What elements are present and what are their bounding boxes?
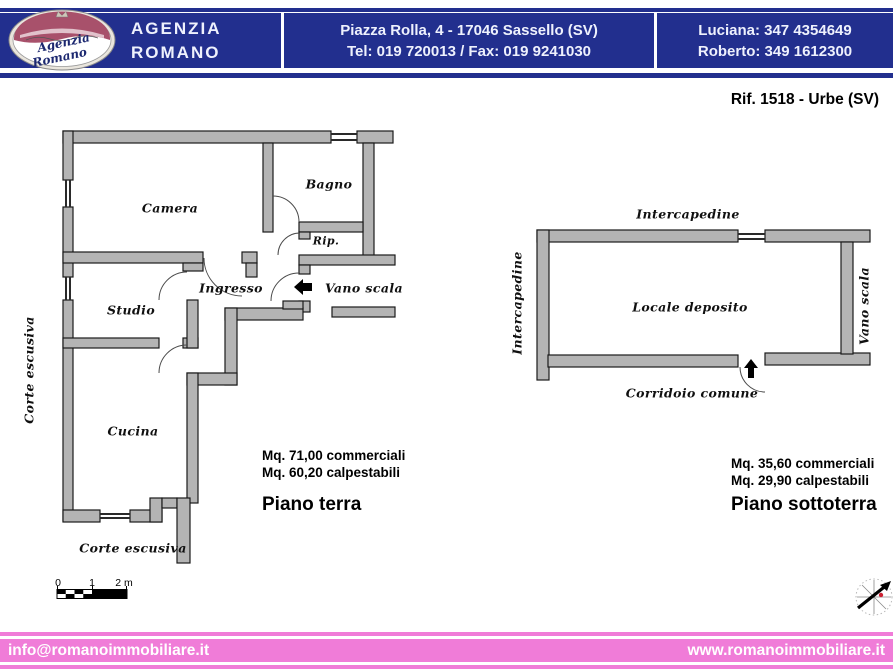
header-top-rule (0, 8, 893, 12)
ground-area-commercial: Mq. 71,00 commerciali (262, 448, 406, 463)
basement-windows (738, 233, 765, 240)
room-label-locale-deposito: Locale deposito (632, 299, 748, 315)
footer-email-link[interactable]: info@romanoimmobiliare.it (8, 641, 210, 659)
header-bar (0, 13, 893, 68)
compass-icon (855, 578, 893, 616)
basement-floor-title: Piano sottoterra (731, 494, 877, 515)
basement-area-walkable: Mq. 29,90 calpestabili (731, 473, 870, 488)
address-line1: Piazza Rolla, 4 - 17046 Sassello (SV) (340, 21, 598, 39)
room-label-corte-escusiva-left: Corte escusiva (21, 316, 37, 424)
ground-floor-title: Piano terra (262, 494, 362, 515)
basement-walls (536, 229, 871, 381)
scale-tick-1: 1 (89, 577, 95, 589)
ground-floor-door-arcs (158, 195, 301, 374)
room-label-corte-escusiva-bottom: Corte escusiva (79, 540, 187, 556)
agency-contacts: Luciana: 347 4354649 Roberto: 349 161230… (657, 13, 893, 68)
basement-door-arcs (739, 366, 766, 393)
ground-floor-walls (62, 130, 396, 564)
scale-tick-0: 0 (55, 577, 61, 589)
room-label-bagno: Bagno (305, 176, 353, 192)
logo-crown-icon (55, 11, 69, 18)
address-line2: Tel: 019 720013 / Fax: 019 9241030 (346, 42, 592, 60)
footer-website-link[interactable]: www.romanoimmobiliare.it (687, 641, 885, 659)
agency-name: AGENZIA ROMANO (131, 13, 222, 68)
ground-floor-windows (65, 133, 357, 519)
contact-roberto: Roberto: 349 1612300 (697, 42, 853, 60)
room-label-camera: Camera (141, 200, 199, 216)
compass-north-dot (878, 592, 884, 598)
room-label-cucina: Cucina (107, 423, 159, 439)
footer-bottom-rule (0, 665, 893, 669)
entrance-arrow-left-icon (294, 279, 312, 295)
contact-luciana: Luciana: 347 4354649 (698, 21, 852, 39)
footer-top-rule (0, 632, 893, 636)
room-label-vano-scala-ground: Vano scala (324, 280, 404, 296)
room-label-intercapedine-top: Intercapedine (636, 206, 740, 222)
footer-band: info@romanoimmobiliare.it www.romanoimmo… (0, 639, 893, 662)
ground-area-walkable: Mq. 60,20 calpestabili (262, 465, 401, 480)
scale-bar (56, 586, 128, 599)
room-label-studio: Studio (106, 302, 156, 318)
agency-name-line2: ROMANO (131, 42, 221, 62)
header-divider (281, 13, 284, 68)
header-divider (654, 13, 657, 68)
listing-reference: Rif. 1518 - Urbe (SV) (730, 91, 879, 108)
header-bottom-rule (0, 73, 893, 78)
entrance-arrow-up-icon (744, 359, 758, 378)
scale-tick-2m: 2 m (115, 577, 133, 589)
room-label-ingresso: Ingresso (199, 280, 263, 296)
agency-address: Piazza Rolla, 4 - 17046 Sassello (SV) Te… (284, 13, 654, 68)
agency-name-line1: AGENZIA (131, 18, 222, 38)
room-label-vano-scala-basement: Vano scala (856, 266, 872, 346)
basement-area-commercial: Mq. 35,60 commerciali (731, 456, 875, 471)
logo-crest-top (14, 11, 110, 43)
room-label-corridoio-comune: Corridoio comune (625, 385, 759, 401)
room-label-rip: Rip. (312, 234, 340, 248)
agency-logo: Agenzia Romano (8, 9, 116, 71)
room-label-intercapedine-left: Intercapedine (509, 251, 525, 355)
